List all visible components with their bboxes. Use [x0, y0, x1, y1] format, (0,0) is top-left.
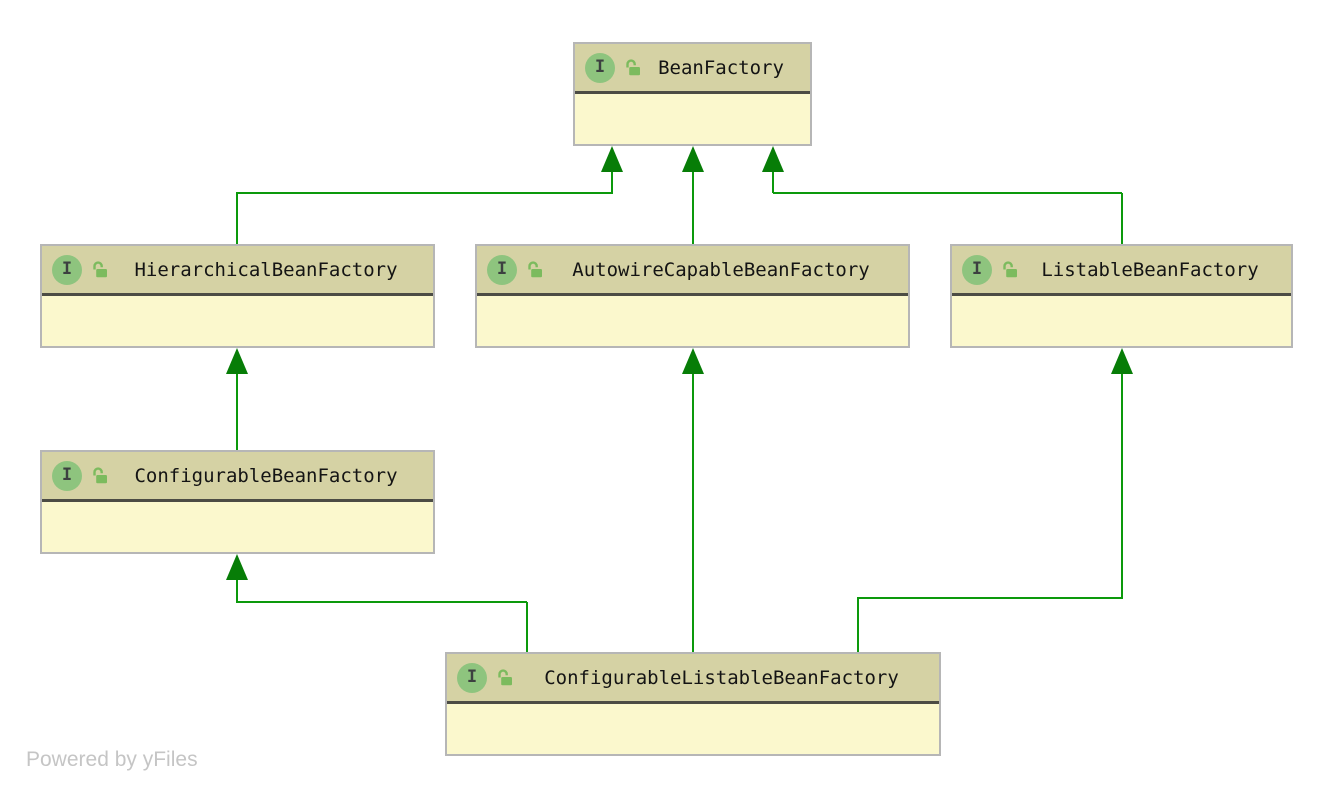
class-node-configurablelistablebeanfactory[interactable]: I ConfigurableListableBeanFactory	[445, 652, 941, 756]
interface-badge-icon: I	[585, 52, 615, 83]
edge-segment	[857, 598, 859, 652]
inheritance-arrow-icon	[226, 554, 248, 580]
interface-badge-icon: I	[962, 254, 992, 285]
node-header: I BeanFactory	[575, 44, 810, 94]
edge-segment	[611, 172, 613, 193]
interface-badge-icon: I	[457, 662, 487, 693]
edge-segment	[236, 192, 613, 194]
edge-segment	[1121, 193, 1123, 244]
edge-segment	[857, 597, 1123, 599]
edge-segment	[1121, 374, 1123, 598]
class-node-hierarchicalbeanfactory[interactable]: I HierarchicalBeanFactory	[40, 244, 435, 348]
inheritance-arrow-icon	[601, 146, 623, 172]
node-body	[42, 502, 433, 551]
unlocked-icon	[495, 668, 514, 687]
edge-segment	[772, 172, 774, 193]
class-node-listablebeanfactory[interactable]: I ListableBeanFactory	[950, 244, 1293, 348]
inheritance-arrow-icon	[226, 348, 248, 374]
class-node-beanfactory[interactable]: I BeanFactory	[573, 42, 812, 146]
yfiles-watermark: Powered by yFiles	[26, 748, 198, 771]
interface-badge-icon: I	[52, 460, 82, 491]
unlocked-icon	[90, 466, 109, 485]
edge-segment	[236, 374, 238, 450]
node-header: I AutowireCapableBeanFactory	[477, 246, 908, 296]
edge-segment	[526, 602, 528, 652]
edge-segment	[773, 192, 1122, 194]
unlocked-icon	[90, 260, 109, 279]
node-label: ListableBeanFactory	[1041, 258, 1259, 281]
node-body	[447, 704, 939, 753]
class-node-configurablebeanfactory[interactable]: I ConfigurableBeanFactory	[40, 450, 435, 554]
node-label: BeanFactory	[658, 56, 784, 79]
inheritance-arrow-icon	[762, 146, 784, 172]
node-body	[477, 296, 908, 345]
unlocked-icon	[525, 260, 544, 279]
node-label: ConfigurableListableBeanFactory	[544, 666, 899, 689]
class-node-autowirecapablebeanfactory[interactable]: I AutowireCapableBeanFactory	[475, 244, 910, 348]
node-header: I ConfigurableListableBeanFactory	[447, 654, 939, 704]
node-label: HierarchicalBeanFactory	[134, 258, 398, 281]
edge-segment	[692, 172, 694, 244]
node-body	[42, 296, 433, 345]
node-header: I ListableBeanFactory	[952, 246, 1291, 296]
inheritance-arrow-icon	[682, 146, 704, 172]
edge-segment	[236, 601, 527, 603]
inheritance-arrow-icon	[1111, 348, 1133, 374]
node-label: AutowireCapableBeanFactory	[572, 258, 870, 281]
edge-segment	[692, 374, 694, 652]
edge-segment	[236, 193, 238, 244]
edge-segment	[236, 580, 238, 602]
unlocked-icon	[623, 58, 642, 77]
node-body	[575, 94, 810, 143]
unlocked-icon	[1000, 260, 1019, 279]
interface-badge-icon: I	[52, 254, 82, 285]
inheritance-arrow-icon	[682, 348, 704, 374]
node-body	[952, 296, 1291, 345]
node-header: I ConfigurableBeanFactory	[42, 452, 433, 502]
node-header: I HierarchicalBeanFactory	[42, 246, 433, 296]
interface-badge-icon: I	[487, 254, 517, 285]
node-label: ConfigurableBeanFactory	[134, 464, 398, 487]
